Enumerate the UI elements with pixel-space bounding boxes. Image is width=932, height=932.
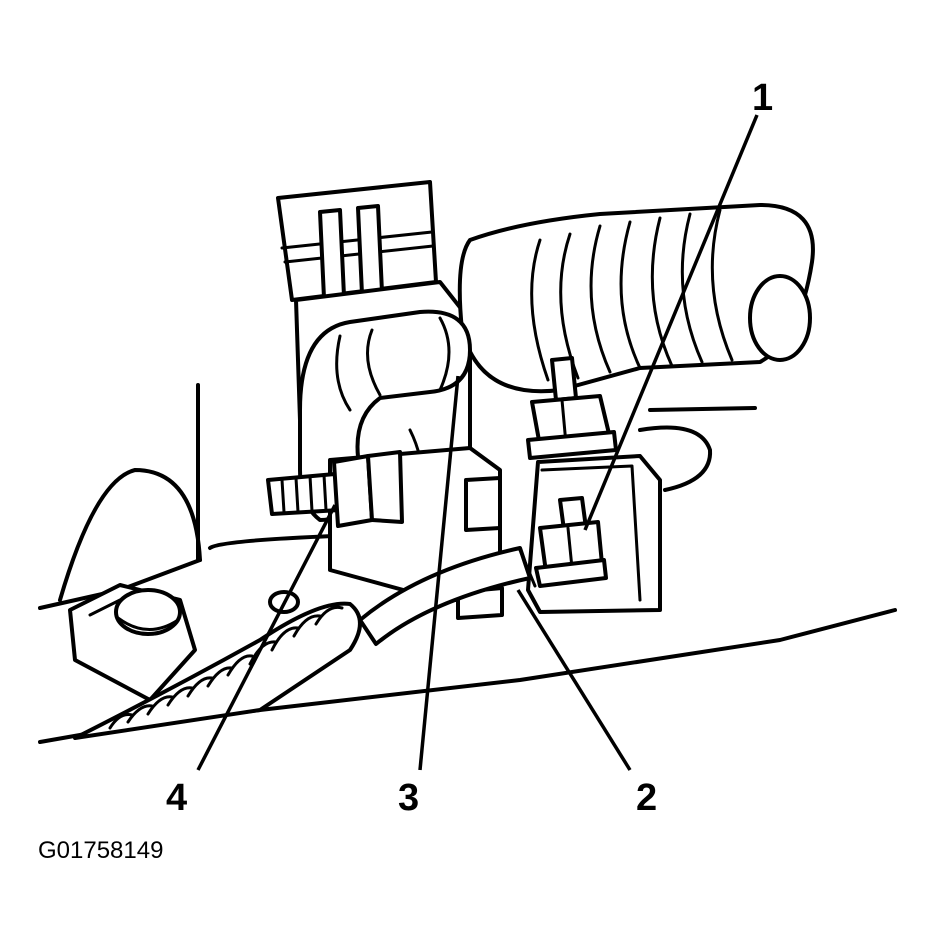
leader-lines	[196, 114, 759, 771]
callout-3: 3	[398, 777, 419, 819]
upper-nut	[526, 356, 618, 460]
ribbed-hose	[457, 203, 815, 394]
callout-2: 2	[636, 777, 657, 819]
ground-wire	[358, 546, 537, 646]
callout-1: 1	[752, 77, 773, 119]
threaded-stud	[266, 450, 404, 528]
callout-4: 4	[166, 777, 187, 819]
ground-nut	[534, 496, 608, 588]
mounting-bracket	[68, 583, 197, 702]
figure-id: G01758149	[38, 837, 163, 864]
